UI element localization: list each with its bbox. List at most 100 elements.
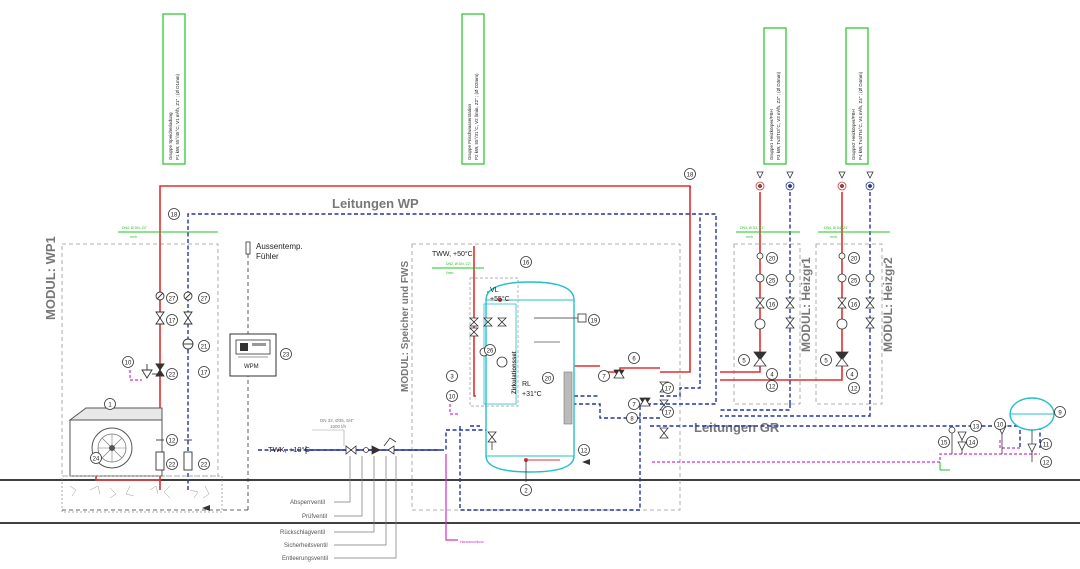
dn-label-h1b: m³/h	[746, 235, 753, 239]
group-box-speicherladung: Gruppe Speicherladung P1 kW, 55°/45°C, V…	[162, 13, 186, 165]
number-marker-text: 27	[169, 296, 176, 302]
svg-text:P2 kW, 55°/31°C, V2 l/min, Z2": P2 kW, 55°/31°C, V2 l/min, Z2" ; (Ø D2mm…	[474, 73, 479, 160]
cold-water-inlet-valves	[305, 437, 397, 455]
tww-label: TWW, +50°C	[432, 250, 473, 258]
number-marker-text: 24	[93, 456, 100, 462]
number-marker-text: 12	[581, 448, 588, 454]
number-marker-text: 7	[632, 402, 636, 408]
number-marker-text: 4	[850, 372, 854, 378]
vl-label: VL	[490, 287, 499, 294]
number-marker-text: 20	[851, 256, 858, 262]
number-marker-text: 21	[201, 344, 208, 350]
number-marker-16: 16	[766, 298, 778, 310]
fws-station-box	[469, 277, 519, 407]
number-marker-20: 20	[848, 252, 860, 264]
number-marker-text: 25	[769, 278, 776, 284]
number-marker-27: 27	[166, 292, 178, 304]
heizgr1-components	[753, 171, 795, 367]
number-marker-10: 10	[122, 356, 134, 368]
number-marker-text: 12	[851, 386, 858, 392]
number-marker-21: 21	[198, 340, 210, 352]
number-marker-12: 12	[578, 444, 590, 456]
wp-valve-column	[155, 291, 194, 471]
number-marker-text: 22	[201, 462, 208, 468]
number-marker-text: 2	[524, 488, 528, 494]
foundation-hatch	[69, 485, 210, 499]
number-marker-16: 16	[848, 298, 860, 310]
drain-label: Hausanschluss	[460, 540, 484, 544]
svg-text:Gruppe Frischwasserstation: Gruppe Frischwasserstation	[467, 103, 472, 160]
right-side-fittings	[948, 425, 1037, 454]
expansion-vessel	[1009, 397, 1055, 462]
number-marker-17: 17	[662, 382, 674, 394]
number-marker-7: 7	[628, 398, 640, 410]
svg-text:Gruppe Speicherladung: Gruppe Speicherladung	[168, 112, 173, 160]
module-label-heizgr1: MODUL: Heizgr1	[799, 257, 813, 352]
number-marker-text: 5	[824, 358, 828, 364]
rl-label: RL	[522, 381, 531, 388]
svg-text:Gruppe2 Heizkörper/FBH: Gruppe2 Heizkörper/FBH	[851, 109, 856, 160]
number-marker-text: 18	[687, 172, 694, 178]
number-marker-text: 13	[973, 424, 980, 430]
number-marker-25: 25	[766, 274, 778, 286]
module-label-fws: MODUL: Speicher und FWS	[400, 261, 411, 392]
number-marker-12: 12	[848, 382, 860, 394]
pipe-label-wp: Leitungen WP	[332, 196, 419, 211]
number-marker-10: 10	[446, 390, 458, 402]
sensor-label-2: Fühler	[256, 252, 279, 261]
number-marker-text: 7	[602, 374, 606, 380]
number-marker-text: 27	[201, 296, 208, 302]
number-marker-text: 11	[1043, 442, 1050, 448]
heizgr2-components	[835, 171, 875, 367]
dn-label-wp2: m³/h	[130, 235, 137, 239]
number-marker-text: 16	[523, 260, 530, 266]
number-marker-18: 18	[168, 208, 180, 220]
dn-label-twk: DN 32, Ø35, 5/4"	[320, 418, 355, 423]
number-marker-6: 6	[628, 352, 640, 364]
module-label-wp1: MODUL: WP1	[43, 236, 58, 320]
number-marker-19: 19	[588, 314, 600, 326]
group-box-heizgr1: Gruppe1 Heizkörper/FBH P3 kW, Tv3/Tr3°C,…	[763, 27, 787, 165]
wp-safety-valve	[141, 364, 160, 379]
legend-leaders	[334, 456, 397, 559]
number-marker-12: 12	[766, 380, 778, 392]
number-marker-8: 8	[626, 412, 638, 424]
number-marker-26: 26	[484, 344, 496, 356]
number-marker-text: 8	[630, 416, 634, 422]
number-marker-22: 22	[166, 458, 178, 470]
number-marker-text: 17	[201, 370, 208, 376]
number-marker-20: 20	[766, 252, 778, 264]
number-marker-text: 10	[997, 422, 1004, 428]
number-marker-text: 23	[283, 352, 290, 358]
number-marker-12: 12	[1040, 456, 1052, 468]
number-marker-text: 20	[545, 376, 552, 382]
svg-text:P1 kW, 55°/45°C, V1 m³/h, Z1": P1 kW, 55°/45°C, V1 m³/h, Z1" ; (Ø D1mm)	[175, 74, 180, 160]
legend-absperrventil: Absperrventil	[290, 500, 325, 506]
zirkulation-label: Zirkulationsset	[512, 351, 518, 394]
number-marker-12: 12	[166, 434, 178, 446]
number-marker-text: 25	[851, 278, 858, 284]
rl-temp: +31°C	[522, 390, 542, 398]
dn-label-h1: DN3, Ø D3, Z3"	[740, 226, 765, 230]
number-marker-22: 22	[166, 368, 178, 380]
number-marker-10: 10	[994, 418, 1006, 430]
number-marker-2: 2	[520, 484, 532, 496]
storage-tank	[485, 281, 575, 473]
module-boundary-heizgr1	[733, 243, 801, 405]
pipe-label-gr: Leitungen GR	[694, 420, 780, 435]
wpm-label: WPM	[244, 364, 259, 370]
module-boundary-heizgr2	[815, 243, 883, 405]
vl-temp: +55°C	[490, 295, 510, 303]
number-marker-text: 10	[125, 360, 132, 366]
number-marker-11: 11	[1040, 438, 1052, 450]
svg-text:P3 kW, Tv3/Tr3°C, V3 m³/h, Z3": P3 kW, Tv3/Tr3°C, V3 m³/h, Z3" ; (Ø D3mm…	[776, 71, 781, 160]
drain-arrows	[202, 459, 590, 511]
number-marker-23: 23	[280, 348, 292, 360]
number-marker-text: 17	[169, 318, 176, 324]
number-marker-text: 12	[769, 384, 776, 390]
wpm-controller: WPM	[229, 333, 277, 377]
number-marker-15: 15	[938, 436, 950, 448]
